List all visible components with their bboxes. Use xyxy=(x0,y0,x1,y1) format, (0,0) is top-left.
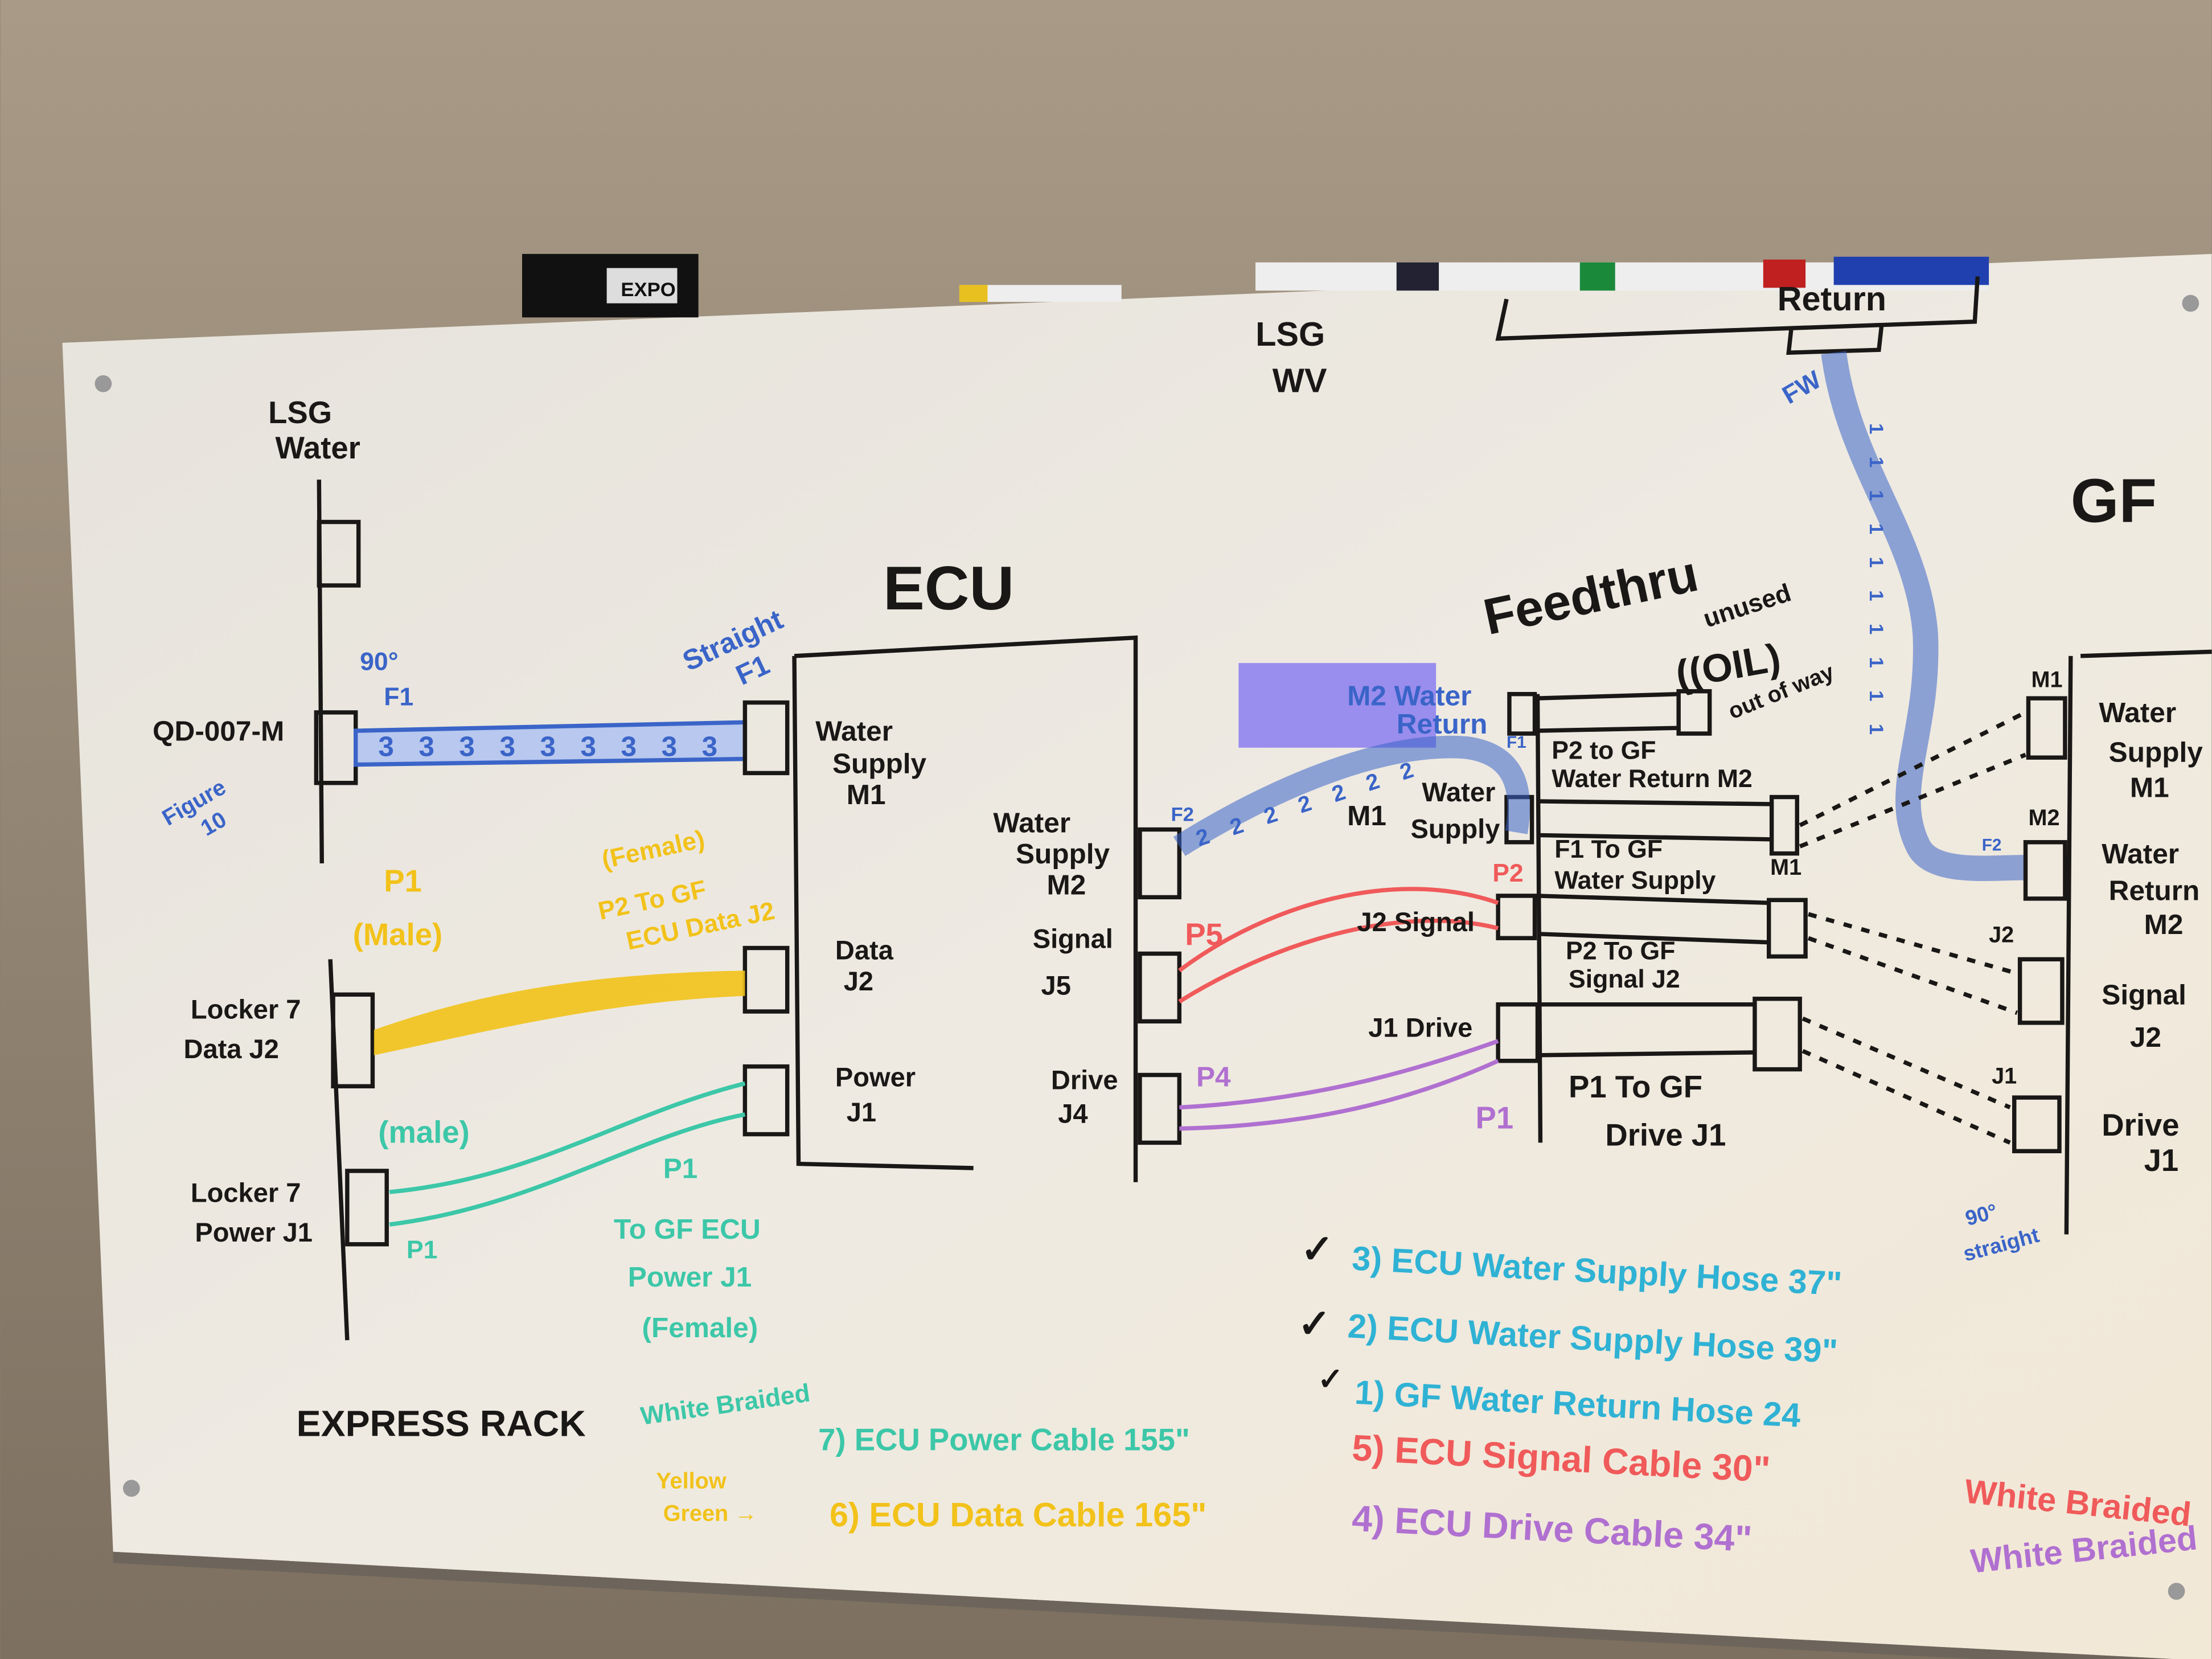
gf-drawing xyxy=(2012,649,2212,1235)
ecu-water-supply-m2-hose xyxy=(1173,735,1530,857)
p1-male-label: P1(Male) xyxy=(353,863,442,952)
j1-drive-label: J1 Drive xyxy=(1368,1013,1472,1043)
legend-check-3: ✓ xyxy=(1300,1227,1333,1271)
ecu-title: ECU xyxy=(883,554,1014,623)
ecu-signal-cable xyxy=(1178,887,1499,1003)
f2-right-label: F2 xyxy=(1982,836,2002,855)
gf-j1-label: J1 xyxy=(1992,1063,2017,1088)
gf-j2-label: J2 xyxy=(1989,923,2014,948)
teal-p1-top: P1 xyxy=(663,1153,698,1184)
p2-red-label: P2 xyxy=(1492,859,1524,887)
ecu-data-cable xyxy=(374,970,745,1055)
return-bracket xyxy=(1495,276,1980,355)
m1-right-label: M1 xyxy=(1770,855,1801,880)
ecu-box xyxy=(742,635,1182,1182)
hose-marks-left: 3 3 3 3 3 3 3 3 3 xyxy=(378,731,726,763)
eraser: EXPO xyxy=(522,253,699,318)
hose-marks-right: 1 1 1 1 1 1 1 1 1 1 xyxy=(1865,423,1887,743)
p1-purple-label: P1 xyxy=(1475,1101,1513,1136)
return-label: Return xyxy=(1778,280,1887,318)
glare xyxy=(1238,663,1437,748)
gf-m1-label: M1 xyxy=(2031,667,2062,692)
dotted-connections xyxy=(1799,710,2027,1145)
legend-check-1: ✓ xyxy=(1318,1362,1344,1396)
f2-left-label: F2 xyxy=(1171,804,1193,826)
p4-label: P4 xyxy=(1196,1061,1231,1092)
f1-small-label: F1 xyxy=(1507,733,1526,752)
gf-water-return-hose xyxy=(1821,351,2025,882)
eraser-label: EXPO xyxy=(621,279,675,301)
screws xyxy=(95,294,2199,1600)
express-rack-drawing xyxy=(314,480,389,1341)
j2-signal-label: J2 Signal xyxy=(1357,907,1475,937)
legend-check-2: ✓ xyxy=(1298,1301,1331,1346)
feedthru-drawing xyxy=(1496,689,1808,1143)
p5-label: P5 xyxy=(1185,917,1223,952)
ecu-drive-cable xyxy=(1179,1039,1499,1131)
ninety-f1-label: 90°F1 xyxy=(360,648,413,711)
teal-p1-bottom: P1 xyxy=(407,1236,438,1264)
express-rack-label: EXPRESS RACK xyxy=(297,1403,586,1444)
ecu-power-cable xyxy=(389,1081,746,1227)
m1-label: M1 xyxy=(1347,800,1386,831)
qd-label: QD-007-M xyxy=(153,715,284,747)
markers xyxy=(959,256,1989,302)
power-cable-label: 7) ECU Power Cable 155" xyxy=(818,1422,1190,1457)
data-cable-label: 6) ECU Data Cable 165" xyxy=(830,1496,1206,1534)
gf-m2-label: M2 xyxy=(2028,805,2059,830)
gf-title: GF xyxy=(2071,466,2157,536)
teal-male-label: (male) xyxy=(378,1115,469,1149)
